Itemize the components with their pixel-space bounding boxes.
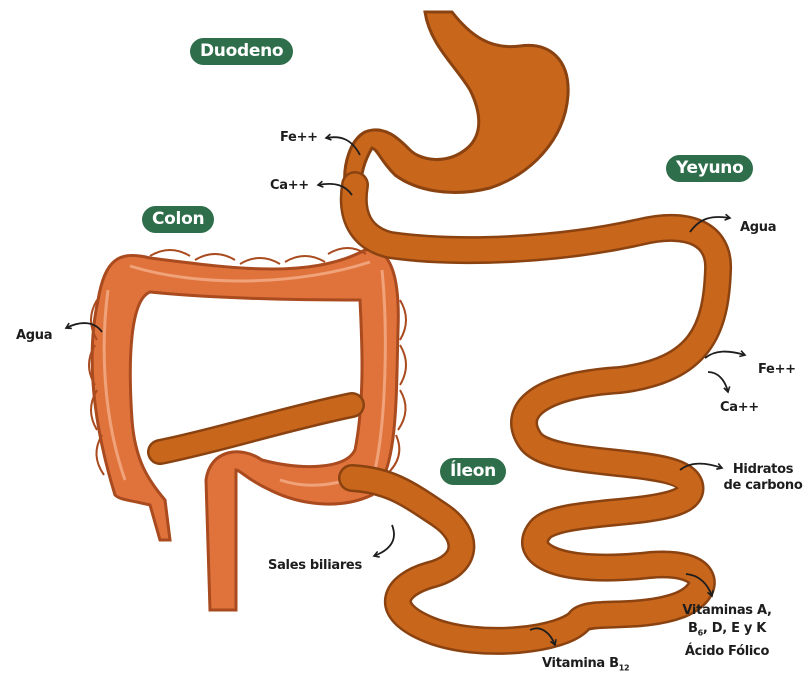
region-label-ileon: Íleon [440, 458, 506, 485]
label-yeyuno-ca: Ca++ [720, 400, 759, 416]
label-vitaminas-rest: , D, E y K [703, 621, 766, 636]
arrow-sales-biliares [374, 525, 394, 556]
label-yeyuno-agua: Agua [740, 220, 776, 236]
label-duodeno-ca: Ca++ [270, 178, 309, 194]
label-vitaminas-line3: Ácido Fólico [672, 643, 782, 661]
arrow-yeyuno-fe [705, 352, 745, 358]
label-vitaminas-line2: B6, D, E y K [672, 620, 782, 643]
region-label-colon: Colon [142, 206, 214, 233]
label-sales-biliares: Sales biliares [268, 558, 362, 574]
small-intestine-shape [352, 185, 718, 641]
label-colon-agua: Agua [16, 328, 52, 344]
label-vitamina-b12-sub: 12 [619, 664, 630, 673]
label-yeyuno-fe: Fe++ [758, 362, 796, 378]
region-label-duodeno: Duodeno [190, 38, 293, 65]
stomach-shape [345, 12, 568, 192]
label-vitamina-b12-text: Vitamina B [542, 656, 619, 671]
label-vitaminas-b: B [688, 621, 698, 636]
label-duodeno-fe: Fe++ [280, 130, 318, 146]
label-vitamina-b12: Vitamina B12 [542, 656, 629, 675]
region-label-yeyuno: Yeyuno [666, 155, 753, 182]
arrow-yeyuno-ca [708, 372, 728, 392]
label-vitaminas: Vitaminas A, B6, D, E y K Ácido Fólico [672, 602, 782, 661]
label-hidratos-line1: Hidratos [720, 462, 806, 478]
label-hidratos: Hidratos de carbono [720, 462, 806, 494]
label-vitaminas-line1: Vitaminas A, [672, 602, 782, 620]
label-hidratos-line2: de carbono [720, 478, 806, 494]
